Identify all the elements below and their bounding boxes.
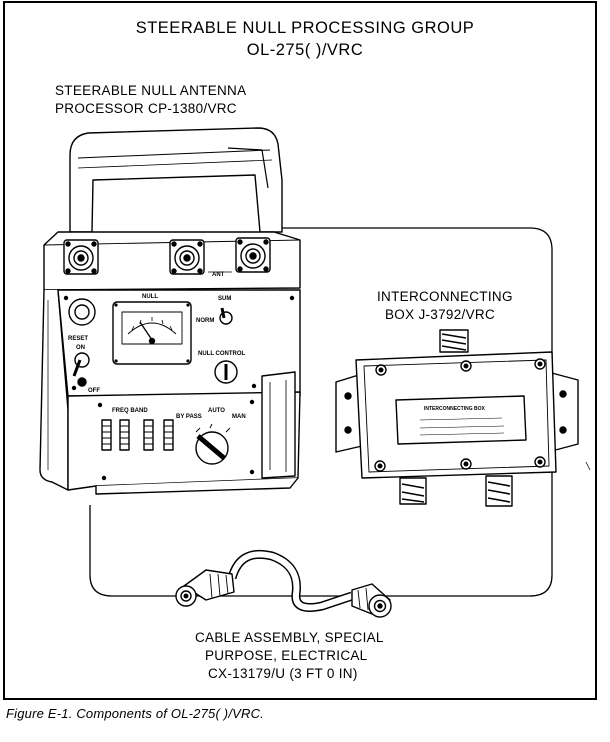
man-marking: MAN xyxy=(232,414,246,420)
auto-marking: AUTO xyxy=(208,408,225,414)
box-label-line2: BOX J-3792/VRC xyxy=(385,307,495,322)
sum-marking: SUM xyxy=(218,296,231,302)
cable-assembly xyxy=(175,549,392,618)
figure-frame xyxy=(3,1,597,700)
off-marking: OFF xyxy=(88,388,100,394)
ant-marking: ANT xyxy=(212,272,225,278)
reset-marking: RESET xyxy=(68,336,88,342)
null-marking: NULL xyxy=(142,294,158,300)
box-label-line1: INTERCONNECTING xyxy=(377,289,513,304)
figure-title-line2: OL-275( )/VRC xyxy=(246,41,364,59)
figure-caption: Figure E-1. Components of OL-275( )/VRC. xyxy=(6,706,264,721)
processor-label-line1: STEERABLE NULL ANTENNA xyxy=(55,83,247,98)
on-marking: ON xyxy=(76,345,85,351)
processor-unit: NULL NORM SUM NULL CONTROL RESET ON OFF … xyxy=(39,127,301,495)
processor-label-line2: PROCESSOR CP-1380/VRC xyxy=(55,101,237,116)
figure-title-line1: STEERABLE NULL PROCESSING GROUP xyxy=(135,19,475,37)
group-outline xyxy=(89,227,553,597)
freq-band-marking: FREQ BAND xyxy=(112,408,148,414)
ant-connector-right xyxy=(235,237,271,273)
box-plate-marking: INTERCONNECTING BOX xyxy=(424,406,486,412)
null-control-marking: NULL CONTROL xyxy=(198,351,246,357)
interconnecting-box: INTERCONNECTING BOX xyxy=(335,329,579,507)
cable-label-line2: PURPOSE, ELECTRICAL xyxy=(205,648,368,663)
ant-connector-mid xyxy=(169,239,205,275)
ant-connector-left xyxy=(63,239,99,275)
cable-label-line1: CABLE ASSEMBLY, SPECIAL xyxy=(195,630,384,645)
cable-label-line3: CX-13179/U (3 FT 0 IN) xyxy=(208,666,358,681)
bypass-marking: BY PASS xyxy=(176,414,202,420)
norm-marking: NORM xyxy=(196,318,214,324)
freq-band-switches xyxy=(101,419,174,451)
